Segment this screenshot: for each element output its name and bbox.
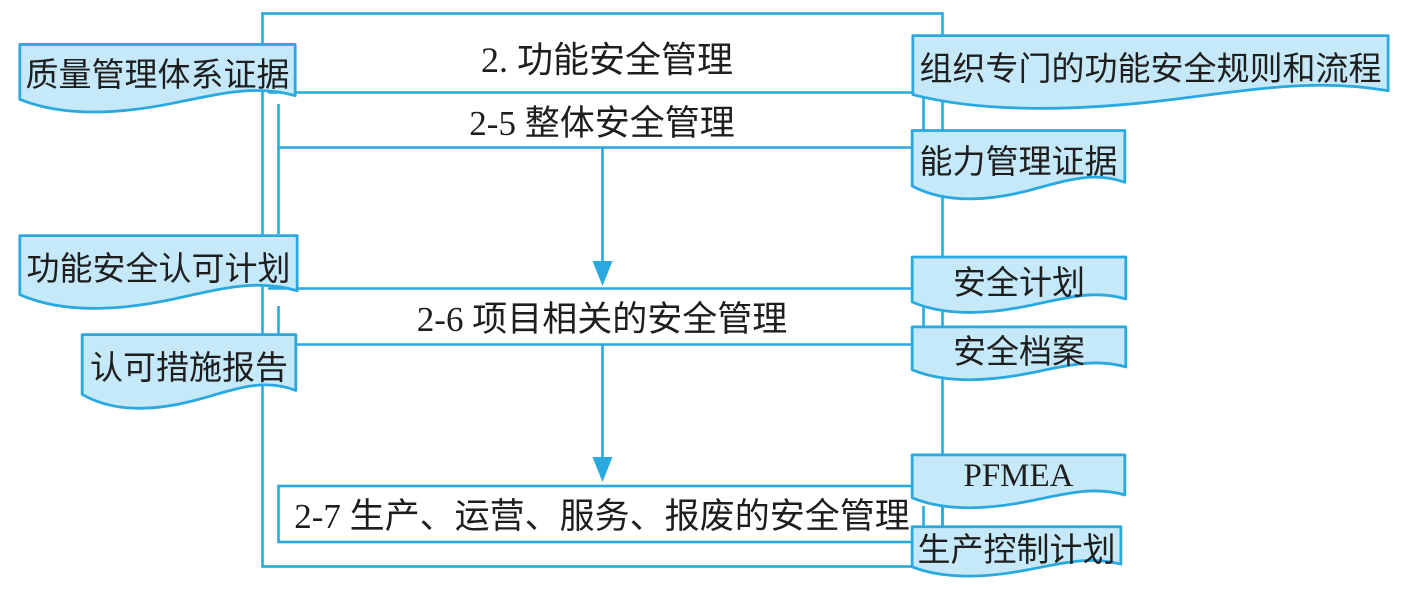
- box-2-6-label: 2-6 项目相关的安全管理: [416, 299, 788, 339]
- doc-production-control-plan: 生产控制计划: [910, 525, 1123, 582]
- box-2-5-label: 2-5 整体安全管理: [469, 103, 735, 143]
- clause-2-title: 2. 功能安全管理: [480, 40, 733, 80]
- box-2-7-label: 2-7 生产、运营、服务、报废的安全管理: [294, 496, 910, 536]
- document-shape-icon: [910, 255, 1128, 319]
- arrow-2-5-to-2-6-head: [592, 261, 613, 286]
- doc-safety-plan: 安全计划: [910, 255, 1128, 319]
- doc-org-rules-label: 组织专门的功能安全规则和流程: [919, 51, 1382, 88]
- doc-fs-approval-plan: 功能安全认可计划: [17, 233, 300, 317]
- doc-quality-evidence: 质量管理体系证据: [17, 42, 298, 120]
- document-shape-icon: [17, 233, 300, 317]
- document-shape-icon: [80, 332, 298, 417]
- document-shape-icon: [910, 325, 1128, 386]
- document-shape-icon: [910, 525, 1123, 582]
- doc-approval-report-label: 认可措施报告: [90, 351, 288, 388]
- doc-competence-evidence: 能力管理证据: [910, 128, 1127, 207]
- doc-org-rules: 组织专门的功能安全规则和流程: [908, 33, 1393, 117]
- document-shape-icon: [908, 33, 1393, 117]
- doc-approval-report: 认可措施报告: [80, 332, 298, 417]
- doc-quality-evidence-label: 质量管理体系证据: [25, 58, 290, 95]
- document-shape-icon: [17, 42, 298, 120]
- doc-production-control-plan-label: 生产控制计划: [917, 533, 1116, 570]
- box-2-7-frame: [277, 484, 944, 544]
- doc-fs-approval-plan-label: 功能安全认可计划: [26, 251, 291, 288]
- doc-competence-evidence-label: 能力管理证据: [919, 144, 1118, 181]
- doc-pfmea-label: PFMEA: [963, 458, 1074, 495]
- doc-pfmea: PFMEA: [910, 453, 1127, 514]
- doc-safety-plan-label: 安全计划: [953, 265, 1085, 302]
- document-shape-icon: [910, 453, 1127, 514]
- document-shape-icon: [910, 128, 1127, 207]
- doc-safety-case: 安全档案: [910, 325, 1128, 386]
- arrow-2-6-to-2-7-head: [592, 457, 613, 482]
- doc-safety-case-label: 安全档案: [953, 334, 1085, 371]
